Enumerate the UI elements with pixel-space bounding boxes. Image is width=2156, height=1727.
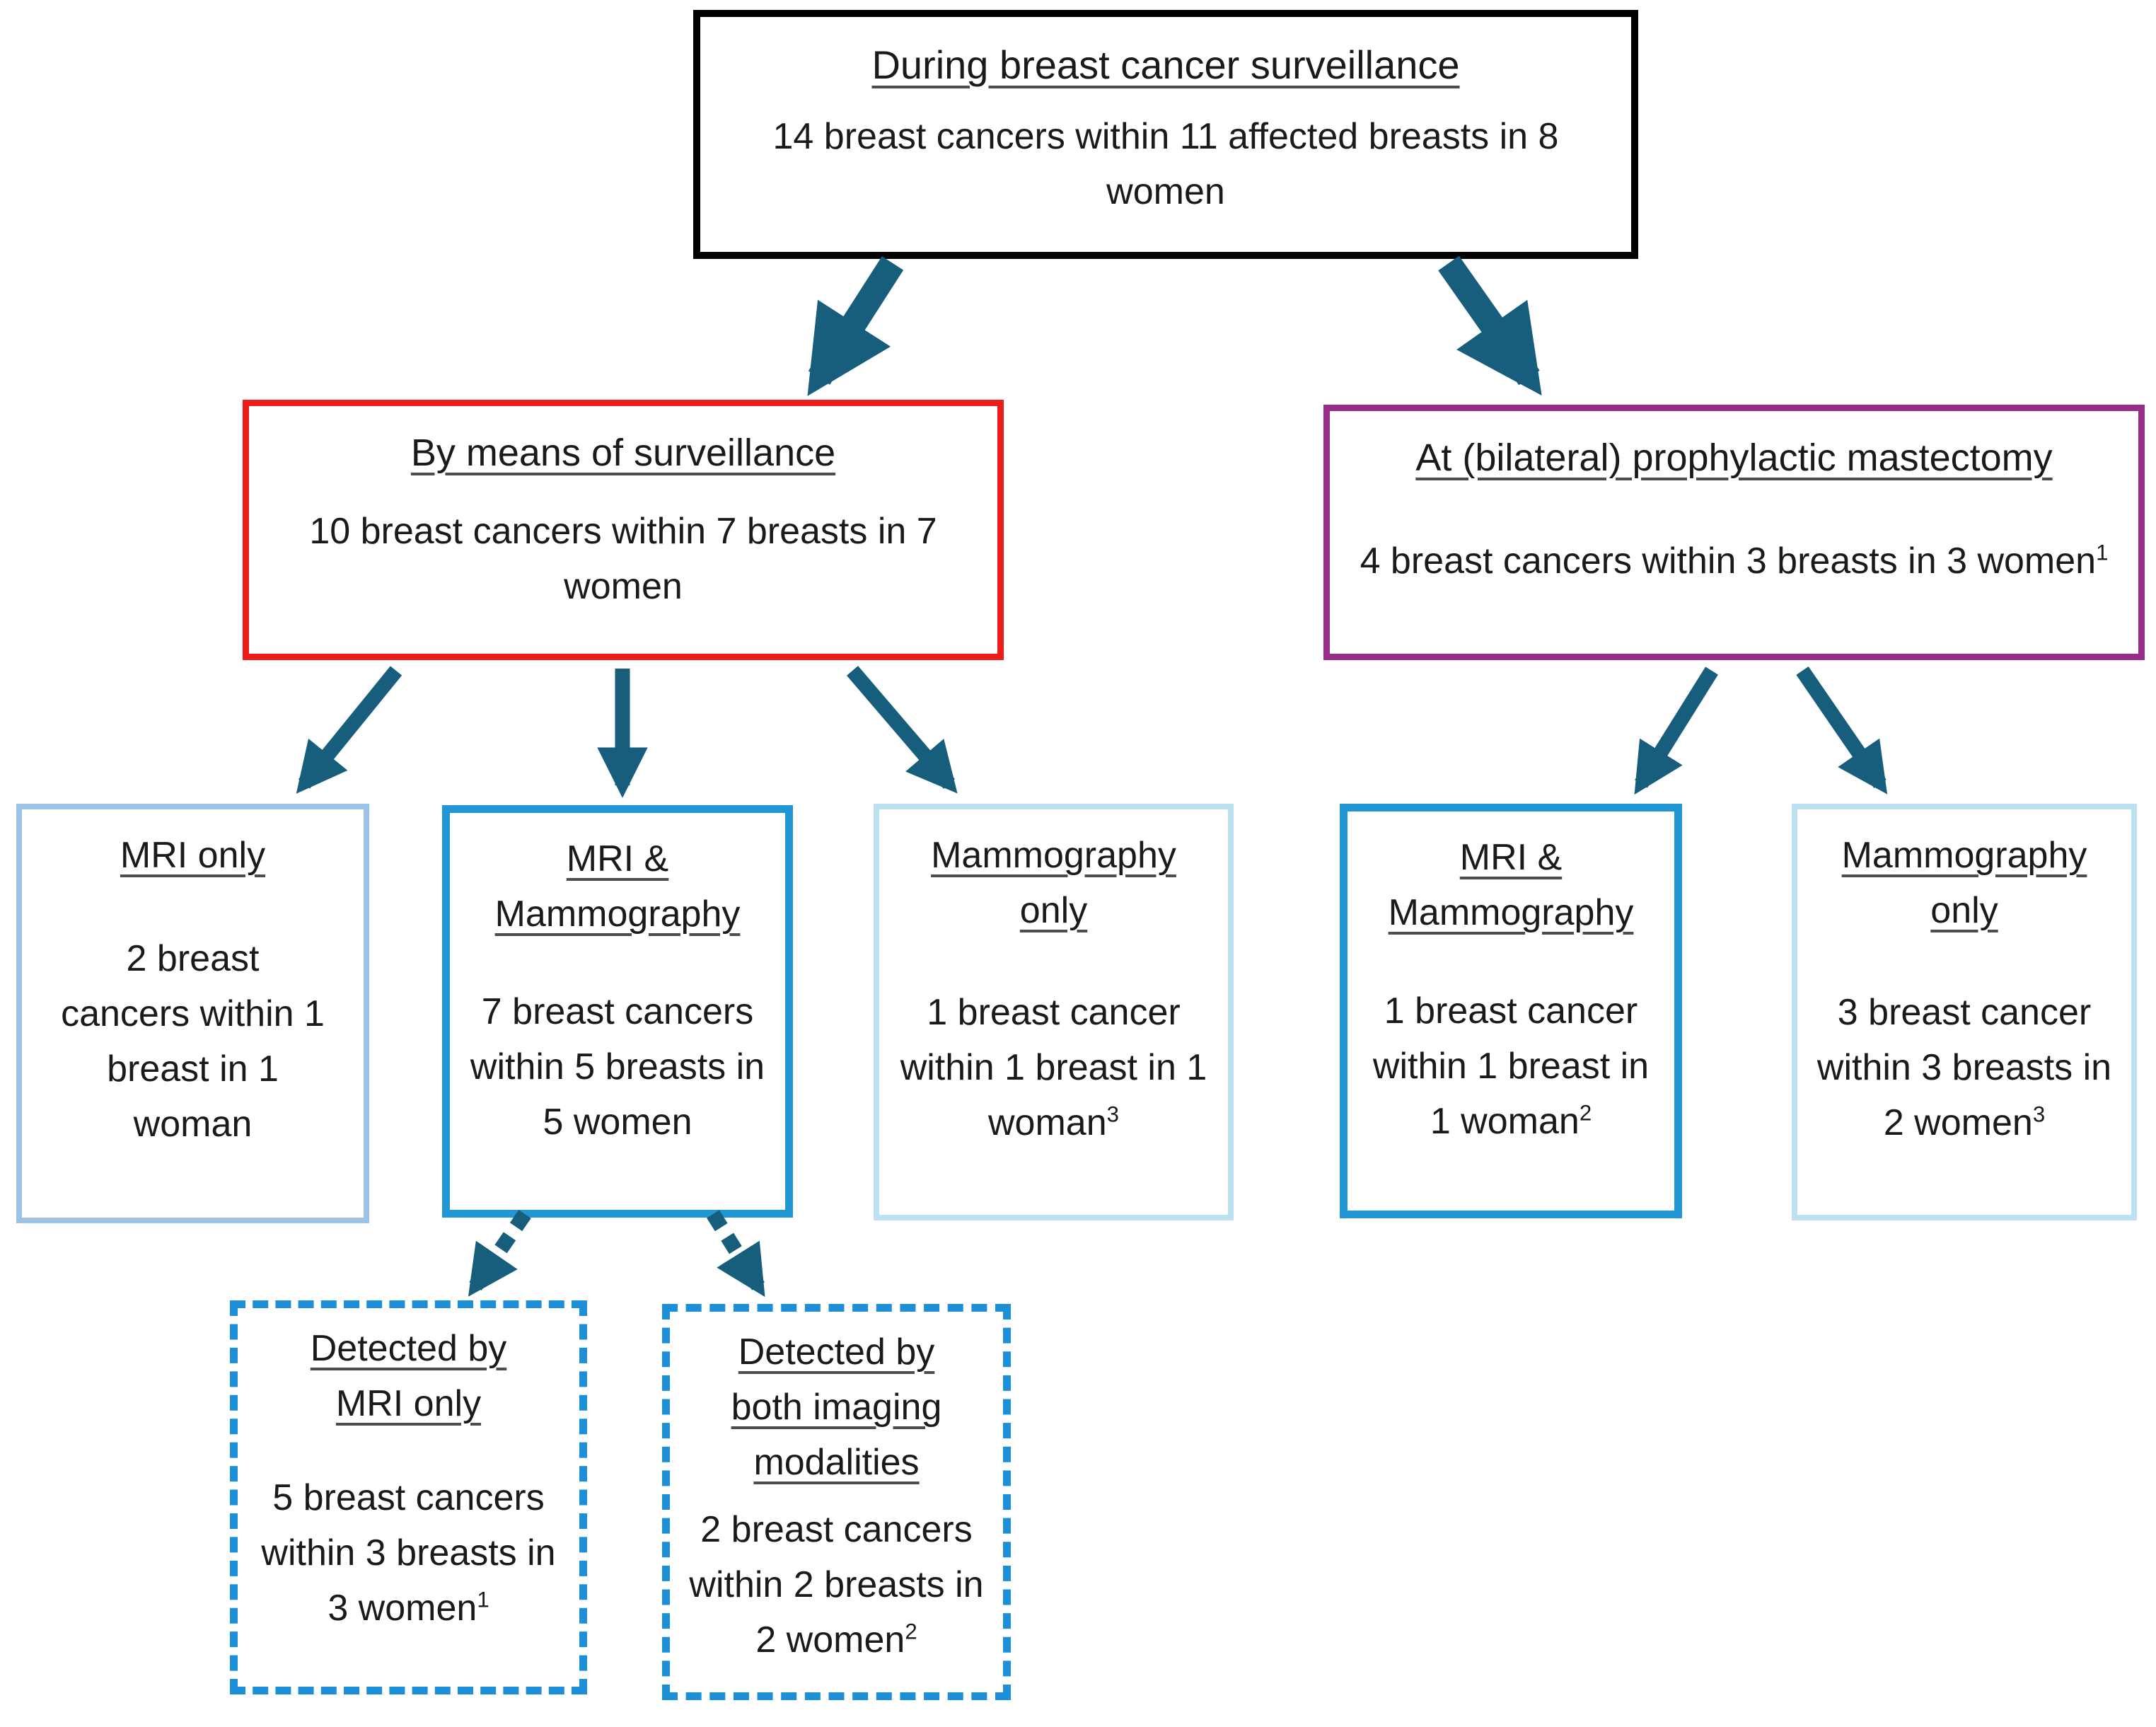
box-during-surveillance-body: 14 breast cancers within 11 affected bre…: [772, 116, 1559, 212]
box-detected-by-mri-only-title: Detected by MRI only: [310, 1328, 507, 1424]
box-mri-only-title: MRI only: [120, 835, 266, 876]
box-prophylactic-mastectomy: At (bilateral) prophylactic mastectomy 4…: [1323, 405, 2145, 660]
box-during-surveillance-title: During breast cancer surveillance: [871, 42, 1460, 87]
arrow-mastectomy-to-mri-mammo: [1634, 666, 1718, 795]
footnote-marker: 1: [2096, 540, 2109, 565]
box-detected-by-mri-only-body: 5 breast cancers within 3 breasts in 3 w…: [261, 1477, 556, 1629]
box-mammography-only-mastectomy-title: Mammography only: [1841, 835, 2087, 931]
box-by-means-of-surveillance-title: By means of surveillance: [410, 432, 836, 474]
footnote-marker: 1: [477, 1587, 489, 1612]
arrow-mri-mammo-to-detected-both: [707, 1210, 765, 1298]
footnote-marker: 3: [1106, 1102, 1119, 1127]
box-mammography-only-mastectomy-body: 3 breast cancer within 3 breasts in 2 wo…: [1816, 991, 2112, 1143]
box-mri-and-mammography-mastectomy-title: MRI & Mammography: [1388, 837, 1634, 933]
arrow-surveillance-to-mammo-only: [847, 666, 958, 794]
box-mammography-only-surveillance-body: 1 breast cancer within 1 breast in 1 wom…: [900, 991, 1207, 1143]
box-by-means-of-surveillance-body: 10 breast cancers within 7 breasts in 7 …: [309, 510, 937, 607]
box-detected-by-mri-only: Detected by MRI only 5 breast cancers wi…: [230, 1300, 587, 1694]
arrow-mastectomy-to-mammo-only: [1796, 666, 1888, 795]
box-mri-only-body: 2 breast cancers within 1 breast in 1 wo…: [61, 937, 325, 1145]
box-mri-and-mammography-mastectomy: MRI & Mammography 1 breast cancer within…: [1340, 804, 1682, 1218]
footnote-marker: 2: [1579, 1100, 1592, 1126]
footnote-marker: 3: [2032, 1102, 2046, 1127]
box-mri-and-mammography-surveillance-body: 7 breast cancers within 5 breasts in 5 w…: [470, 990, 765, 1143]
box-mammography-only-surveillance-title: Mammography only: [931, 835, 1176, 931]
box-mammography-only-mastectomy: Mammography only 3 breast cancer within …: [1792, 804, 2137, 1220]
arrow-top-to-mastectomy: [1438, 255, 1542, 396]
box-detected-by-both-modalities-body: 2 breast cancers within 2 breasts in 2 w…: [689, 1509, 984, 1660]
box-detected-by-both-modalities-title: Detected by both imaging modalities: [731, 1332, 942, 1483]
box-by-means-of-surveillance: By means of surveillance 10 breast cance…: [243, 400, 1004, 660]
box-mri-and-mammography-surveillance: MRI & Mammography 7 breast cancers withi…: [442, 805, 793, 1218]
box-during-surveillance: During breast cancer surveillance 14 bre…: [693, 10, 1638, 259]
footnote-marker: 2: [905, 1619, 917, 1644]
box-prophylactic-mastectomy-title: At (bilateral) prophylactic mastectomy: [1415, 437, 2053, 479]
box-prophylactic-mastectomy-body: 4 breast cancers within 3 breasts in 3 w…: [1360, 540, 2109, 582]
box-mri-and-mammography-surveillance-title: MRI & Mammography: [494, 838, 741, 935]
arrow-mri-mammo-to-detected-mri: [468, 1210, 531, 1297]
box-mri-and-mammography-mastectomy-body: 1 breast cancer within 1 breast in 1 wom…: [1372, 990, 1650, 1142]
arrow-top-to-surveillance: [807, 256, 904, 396]
box-mri-only: MRI only 2 breast cancers within 1 breas…: [16, 804, 369, 1223]
box-mammography-only-surveillance: Mammography only 1 breast cancer within …: [874, 804, 1234, 1220]
arrow-surveillance-to-mri-only: [296, 666, 402, 794]
box-detected-by-both-modalities: Detected by both imaging modalities 2 br…: [662, 1304, 1011, 1700]
